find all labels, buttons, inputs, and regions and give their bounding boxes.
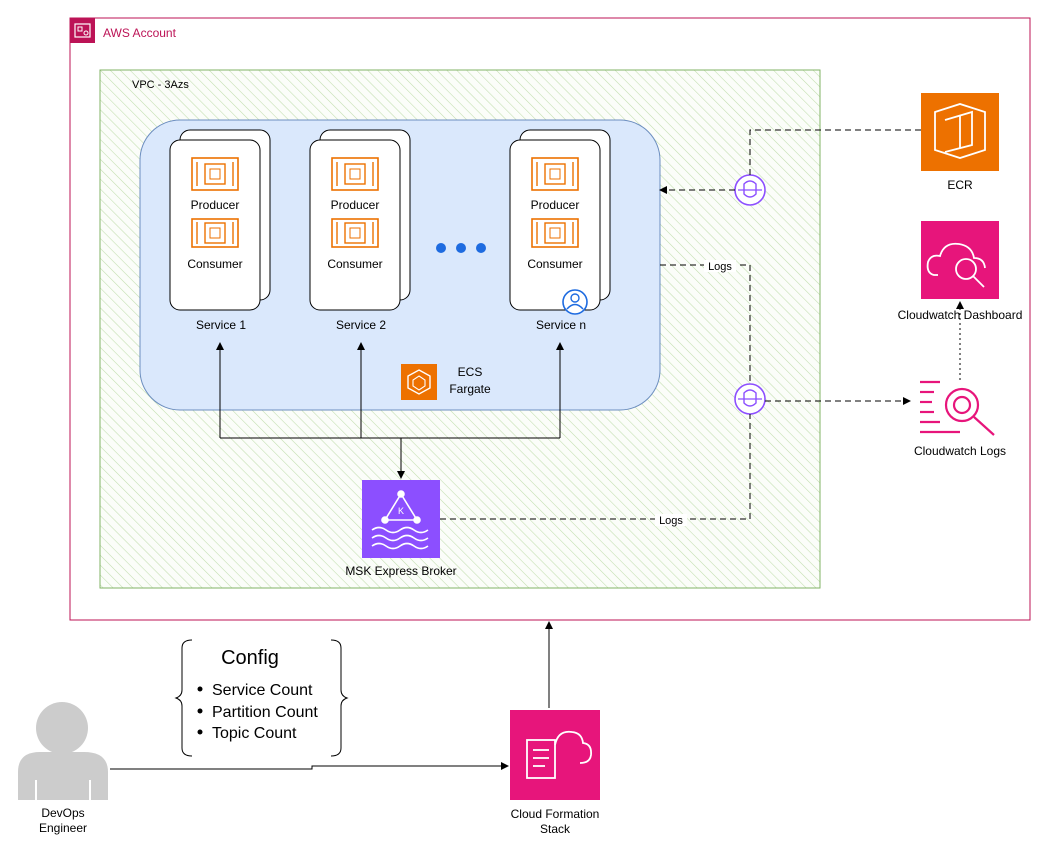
more-services-ellipsis-icon [436,243,486,253]
service-n-label: Service n [536,318,586,332]
msk-kafka-icon [371,490,429,550]
service-1-producer-label: Producer [191,198,240,212]
consumer-chip-icon [531,218,579,248]
service-2-producer-label: Producer [331,198,380,212]
iam-role-user-icon [562,289,588,315]
consumer-chip-icon [191,218,239,248]
msk-label: MSK Express Broker [345,564,456,578]
service-1-label: Service 1 [196,318,246,332]
vpc-label: VPC - 3Azs [132,79,189,91]
cloudformation-icon [526,730,592,779]
cloudwatch-logs-node: Cloudwatch Logs [914,380,1006,458]
msk-to-services-connectors [216,342,564,479]
config-item-topic-count: Topic Count [212,725,297,742]
logs-label-bg [655,514,687,526]
service-1-consumer-label: Consumer [187,257,242,271]
devops-engineer: DevOps Engineer [18,702,108,835]
config-callout: Config Service Count Partition Count Top… [174,639,349,757]
engineer-label-line1: DevOps [41,806,84,820]
producer-chip-icon [331,157,379,191]
ecs-icon [401,364,437,400]
service-n: Producer Consumer Service n [509,129,611,332]
msk-k-glyph: K [398,506,404,516]
logs-label-msk: Logs [659,515,683,527]
cloudwatch-logs-label: Cloudwatch Logs [914,444,1006,458]
msk-express-broker: K MSK Express Broker [345,480,457,578]
ecr-node: ECR [921,93,999,192]
vpc-endpoint-ecr-icon [734,174,766,206]
cfn-label-line2: Stack [540,822,571,836]
service-2-consumer-label: Consumer [327,257,382,271]
service-n-consumer-label: Consumer [527,257,582,271]
config-title: Config [221,647,279,669]
engineer-label-line2: Engineer [39,821,87,835]
ecs-label-line1: ECS [458,365,483,379]
config-item-service-count: Service Count [212,682,313,699]
service-n-producer-label: Producer [531,198,580,212]
producer-chip-icon [531,157,579,191]
cloudwatch-logs-icon [920,380,995,436]
cloudformation-stack: Cloud Formation Stack [510,710,600,836]
service-2: Producer Consumer Service 2 [309,129,411,332]
aws-account-icon [70,18,95,43]
logs-label-ecs: Logs [708,261,732,273]
config-item-partition-count: Partition Count [212,704,318,721]
person-icon [18,702,108,800]
cloudwatch-dashboard-icon [926,242,986,288]
logs-label-bg [704,260,736,272]
engineer-to-cfn-connector [110,762,509,770]
ecr-label: ECR [947,178,973,192]
service-2-label: Service 2 [336,318,386,332]
consumer-chip-icon [331,218,379,248]
dashed-connectors [440,129,921,520]
aws-account-label: AWS Account [103,26,177,40]
cfn-label-line1: Cloud Formation [511,807,600,821]
ecr-icon [934,103,986,159]
service-1: Producer Consumer Service 1 [169,129,271,332]
producer-chip-icon [191,157,239,191]
vpc-endpoint-logs-icon [734,383,766,415]
ecs-label-line2: Fargate [449,382,491,396]
